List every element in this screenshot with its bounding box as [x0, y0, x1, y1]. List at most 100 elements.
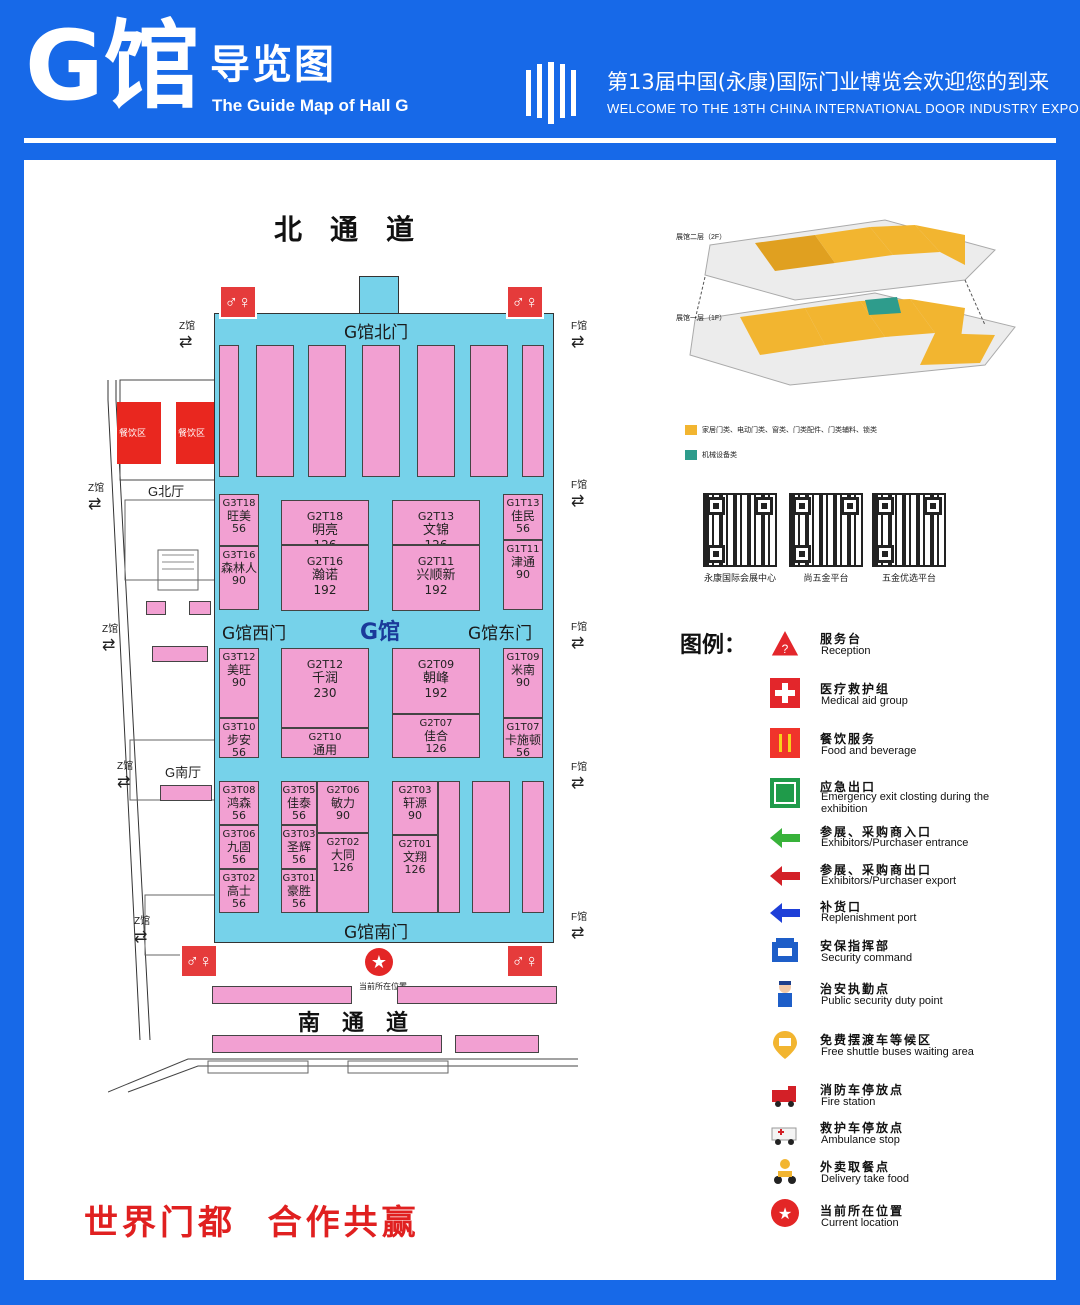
legend-label-en: Exhibitors/Purchaser entrance: [821, 837, 969, 849]
north-entrance: [359, 276, 399, 314]
two-way-arrow-icon: ⇄: [102, 637, 116, 654]
qr-code-icon[interactable]: [703, 493, 777, 567]
booth-column: [417, 345, 455, 477]
restroom-icon: ♂♀: [506, 944, 544, 978]
f-hall-marker: F馆⇄: [571, 476, 587, 511]
legend-label-en: Public security duty point: [821, 995, 943, 1007]
legend-label-en: Free shuttle buses waiting area: [821, 1046, 974, 1058]
exit-icon: [770, 778, 800, 808]
fire-truck-icon: [772, 1086, 796, 1107]
legend-yellow-label: 家居门类、电动门类、窗类、门类配件、门类辅料、锁类: [702, 427, 877, 434]
booth-column: [219, 345, 239, 477]
south-gate-label: G馆南门: [344, 923, 409, 943]
two-way-arrow-icon: ⇄: [134, 929, 148, 946]
annex-booth: [160, 785, 212, 801]
legend-label-cn: 医疗救护组: [820, 682, 891, 696]
two-way-arrow-icon: ⇄: [571, 635, 585, 652]
south-hall-label: G南厅: [165, 765, 202, 780]
food-area-label: 餐饮区: [119, 428, 147, 438]
qr-code-icon[interactable]: [789, 493, 863, 567]
legend-label-cn: 服务台: [820, 632, 863, 646]
qr-label: 五金优选平台: [881, 573, 936, 583]
legend-label-en: Replenishment port: [821, 912, 917, 924]
f-hall-label: F馆: [571, 622, 588, 633]
delivery-icon: [774, 1159, 796, 1184]
legend-swatch-teal: [685, 450, 697, 460]
two-way-arrow-icon: ⇄: [571, 925, 585, 942]
annex-booth: [146, 601, 166, 615]
legend-label-en: Current location: [821, 1217, 899, 1229]
z-hall-marker: Z馆⇄: [117, 757, 133, 792]
west-gate-label: G馆西门: [222, 624, 287, 644]
legend-label-en: Emergency exit closting during the exhib…: [821, 791, 990, 815]
svg-text:★: ★: [778, 1204, 792, 1223]
slogan: 世界门都 合作共赢: [84, 1203, 420, 1243]
hall-title: G馆: [25, 10, 200, 122]
booth-column: [522, 781, 544, 913]
legend-swatch-yellow: [685, 425, 697, 435]
south-road-label: 南 通 道: [298, 1011, 409, 1036]
restroom-icon: ♂♀: [219, 285, 257, 319]
legend-label-en: Fire station: [821, 1096, 876, 1108]
booth-column: [438, 781, 460, 913]
floor1-label: 展馆一层（1F）: [676, 315, 727, 322]
z-hall-label: Z馆: [179, 321, 196, 332]
f-hall-marker: F馆⇄: [571, 317, 587, 352]
replenish-arrow-icon: [770, 903, 800, 923]
food-area-label-2: 餐饮区: [178, 428, 206, 438]
legend-label-cn: 消防车停放点: [820, 1083, 905, 1097]
legend-label-cn: 参展、采购商出口: [820, 863, 933, 877]
qr-code-icon[interactable]: [872, 493, 946, 567]
legend-label-cn: 安保指挥部: [820, 939, 891, 953]
legend-label-cn: 餐饮服务: [820, 732, 877, 746]
food-area-east: [176, 402, 216, 464]
two-way-arrow-icon: ⇄: [571, 493, 585, 510]
food-icon: [770, 728, 800, 758]
current-location-legend-icon: ★: [771, 1199, 799, 1227]
legend-label-cn: 免费摆渡车等候区: [820, 1033, 933, 1047]
booth: G2T10通用90: [281, 728, 369, 758]
two-way-arrow-icon: ⇄: [88, 496, 102, 513]
food-area-west: [117, 402, 161, 464]
qr-label: 尚五金平台: [803, 573, 849, 583]
entrance-arrow-icon: [770, 828, 800, 848]
z-hall-marker: Z馆⇄: [134, 912, 150, 947]
guide-title-cn: 导览图: [210, 42, 336, 88]
north-road-label: 北 通 道: [274, 213, 415, 246]
z-hall-label: Z馆: [102, 624, 119, 635]
f-hall-label: F馆: [571, 321, 588, 332]
restroom-icon: ♂♀: [506, 285, 544, 319]
legend-label-cn: 救护车停放点: [820, 1121, 905, 1135]
booth-column: [256, 345, 294, 477]
police-icon: [778, 981, 792, 1007]
f-hall-marker: F馆 ⇄: [571, 618, 587, 653]
booth-column: [522, 345, 544, 477]
outdoor-booth-row: [455, 1035, 539, 1053]
legend-label-en: Delivery take food: [821, 1173, 910, 1185]
booth-column: [308, 345, 346, 477]
two-way-arrow-icon: ⇄: [179, 334, 193, 351]
legend-label-en: Reception: [821, 645, 871, 657]
z-hall-marker: Z馆⇄: [88, 479, 104, 514]
reception-icon: ?: [770, 628, 800, 657]
venue-overview-map: [689, 219, 1016, 386]
two-way-arrow-icon: ⇄: [571, 775, 585, 792]
medical-icon: [770, 678, 800, 708]
annex-booth: [189, 601, 211, 615]
legend-label-cn: 当前所在位置: [820, 1204, 905, 1218]
